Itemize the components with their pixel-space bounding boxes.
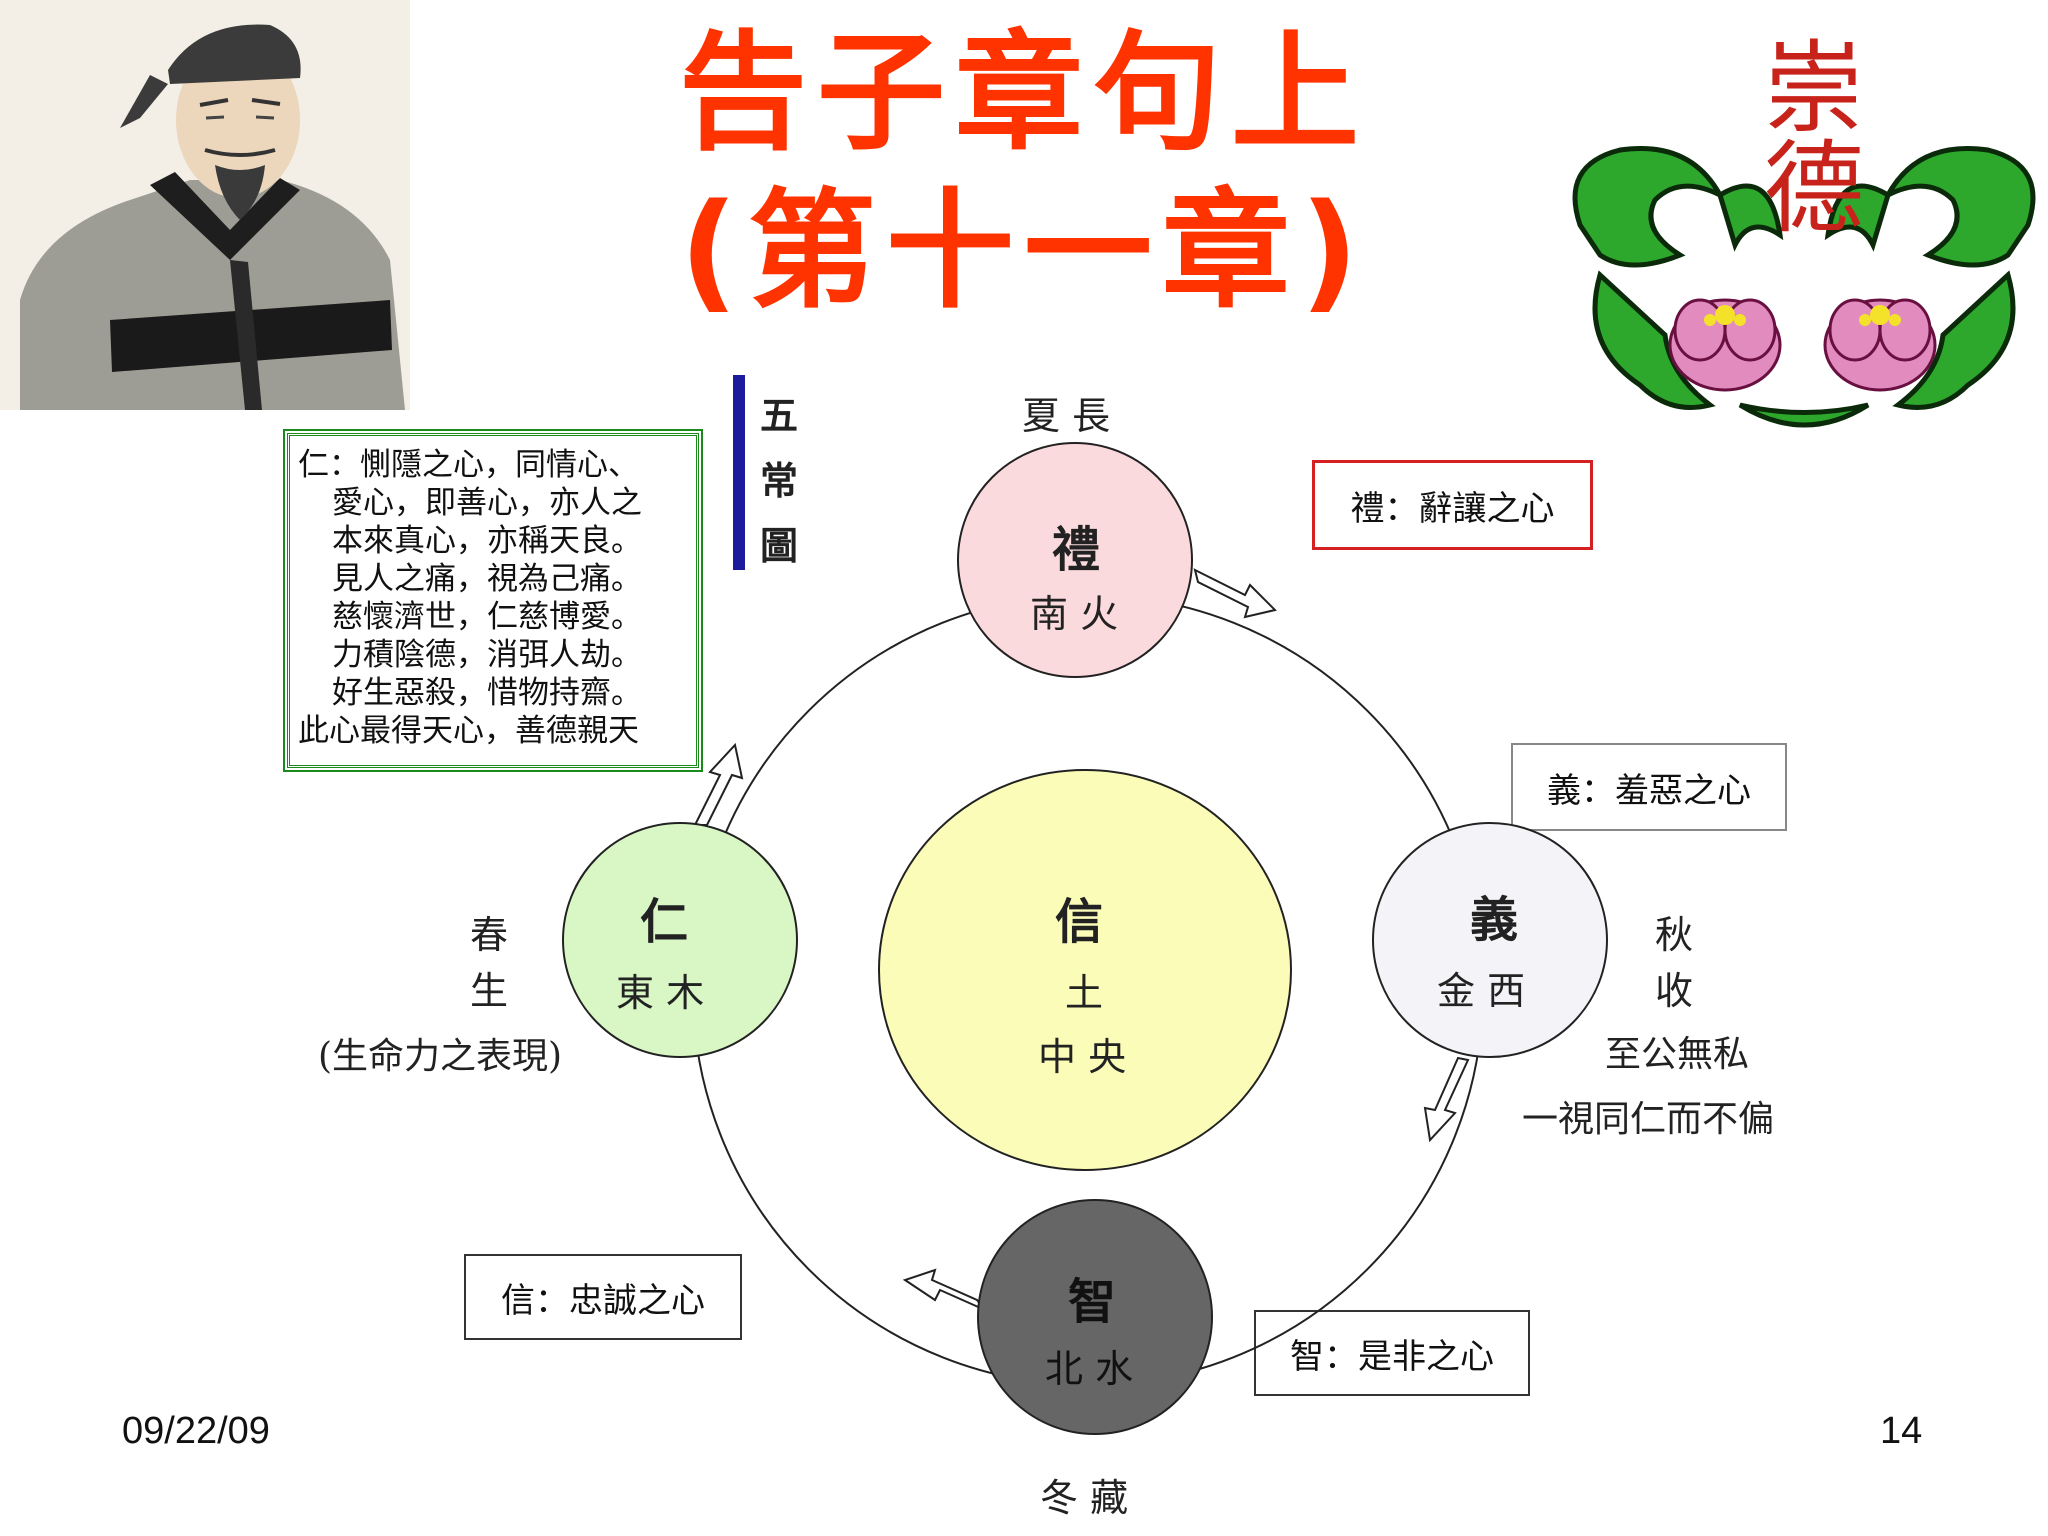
yi-definition-box: 義：羞惡之心 [1511,743,1787,831]
page-subtitle: (第十一章) [679,177,1369,326]
zhi-sub: 北 水 [1045,1347,1134,1391]
node-zhi [977,1199,1213,1435]
li-season: 夏 長 [1022,394,1111,438]
flow-arrow-yi-to-zhi [1423,1056,1470,1143]
xin-name: 信 [1055,894,1104,950]
page-title: 告子章句上 [678,19,1369,168]
ren-season-1: 春 [470,913,509,957]
ren-line-3: 本來真心，亦稱天良。 [332,523,642,559]
xin-sub-1: 土 [1065,971,1104,1015]
yi-season-2: 收 [1655,969,1694,1013]
node-yi [1372,822,1608,1058]
ren-season-2: 生 [470,969,509,1013]
li-definition: 禮：辭讓之心 [1350,488,1555,529]
ren-line-4: 見人之痛，視為己痛。 [332,561,642,597]
flow-arrow-li-to-yi [1193,568,1277,619]
node-li [957,442,1193,678]
ren-sub: 東 木 [616,971,705,1015]
ren-line-5: 慈懷濟世，仁慈博愛。 [332,599,642,635]
flow-arrow-ren-to-li [693,742,744,826]
xin-sub-2: 中 央 [1038,1035,1127,1079]
ren-line-7: 好生惡殺，惜物持齋。 [332,675,642,711]
yi-sub: 金 西 [1437,969,1526,1013]
seal-text: 崇德 [1747,35,1864,235]
ren-line-8: 此心最得天心，善德親天 [298,713,639,749]
five-constants-char-1: 五 [760,393,799,438]
chongde-emblem: 崇德 [1572,35,2036,428]
li-definition-box: 禮：辭讓之心 [1312,460,1593,550]
flow-arrow-zhi-to-xin [902,1268,986,1311]
yi-season-1: 秋 [1655,913,1694,957]
zhi-definition: 智：是非之心 [1290,1336,1494,1377]
portrait-image [0,0,410,410]
yi-note-1: 至公無私 [1605,1034,1750,1075]
yi-note-2: 一視同仁而不偏 [1522,1099,1775,1140]
ren-description-box: 仁：惻隱之心，同情心、 愛心，即善心，亦人之 本來真心，亦稱天良。 見人之痛，視… [283,429,703,772]
li-sub: 南 火 [1030,592,1119,636]
ren-name: 仁 [640,894,689,950]
five-constants-char-3: 圖 [760,523,799,568]
node-xin [878,769,1292,1171]
ren-note: (生命力之表現) [318,1036,563,1077]
five-constants-char-2: 常 [760,458,799,503]
ren-line-2: 愛心，即善心，亦人之 [332,485,642,521]
ren-line-6: 力積陰德，消弭人劫。 [332,637,642,673]
xin-definition-box: 信：忠誠之心 [464,1254,742,1340]
zhi-season: 冬 藏 [1040,1476,1129,1520]
xin-definition: 信：忠誠之心 [501,1280,705,1321]
page-number: 14 [1880,1410,1923,1452]
yi-definition: 義：羞惡之心 [1547,770,1751,811]
node-ren [562,822,798,1058]
yi-name: 義 [1470,892,1519,948]
legend-bar [733,375,745,570]
footer-date: 09/22/09 [122,1410,270,1452]
zhi-name: 智 [1068,1274,1117,1330]
ren-line-1: 仁：惻隱之心，同情心、 [298,447,639,483]
li-name: 禮 [1052,522,1101,578]
